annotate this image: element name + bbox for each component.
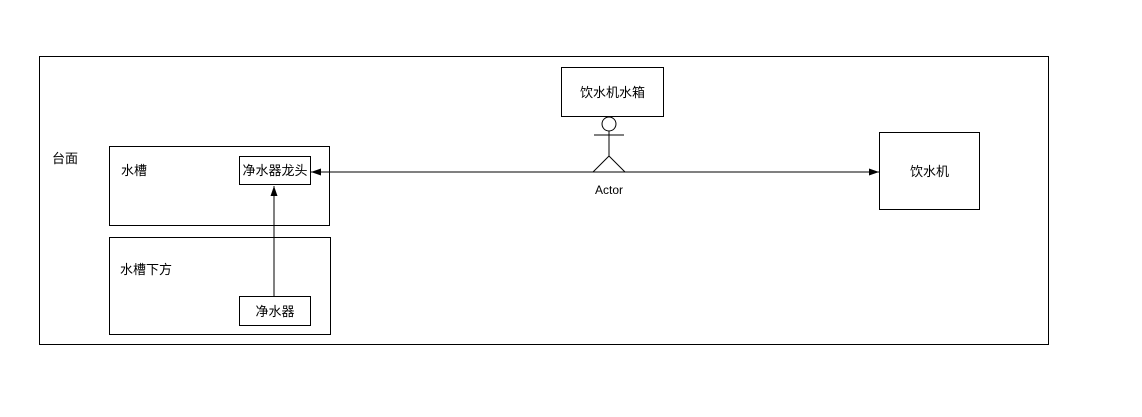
under-sink-label: 水槽下方 — [120, 262, 173, 277]
purifier-faucet-label: 净水器龙头 — [242, 163, 308, 178]
dispenser-label: 饮水机 — [909, 163, 949, 179]
purifier-box[interactable]: 净水器 — [239, 296, 311, 326]
purifier-label: 净水器 — [255, 303, 295, 319]
purifier-faucet-box[interactable]: 净水器龙头 — [239, 156, 311, 185]
actor-label: Actor — [594, 183, 623, 197]
dispenser-box[interactable]: 饮水机 — [879, 132, 980, 210]
countertop-label: 台面 — [52, 151, 79, 166]
sink-label: 水槽 — [121, 163, 148, 178]
dispenser-tank-label: 饮水机水箱 — [579, 84, 645, 100]
countertop-container[interactable] — [39, 56, 1049, 345]
dispenser-tank-box[interactable]: 饮水机水箱 — [561, 67, 664, 117]
